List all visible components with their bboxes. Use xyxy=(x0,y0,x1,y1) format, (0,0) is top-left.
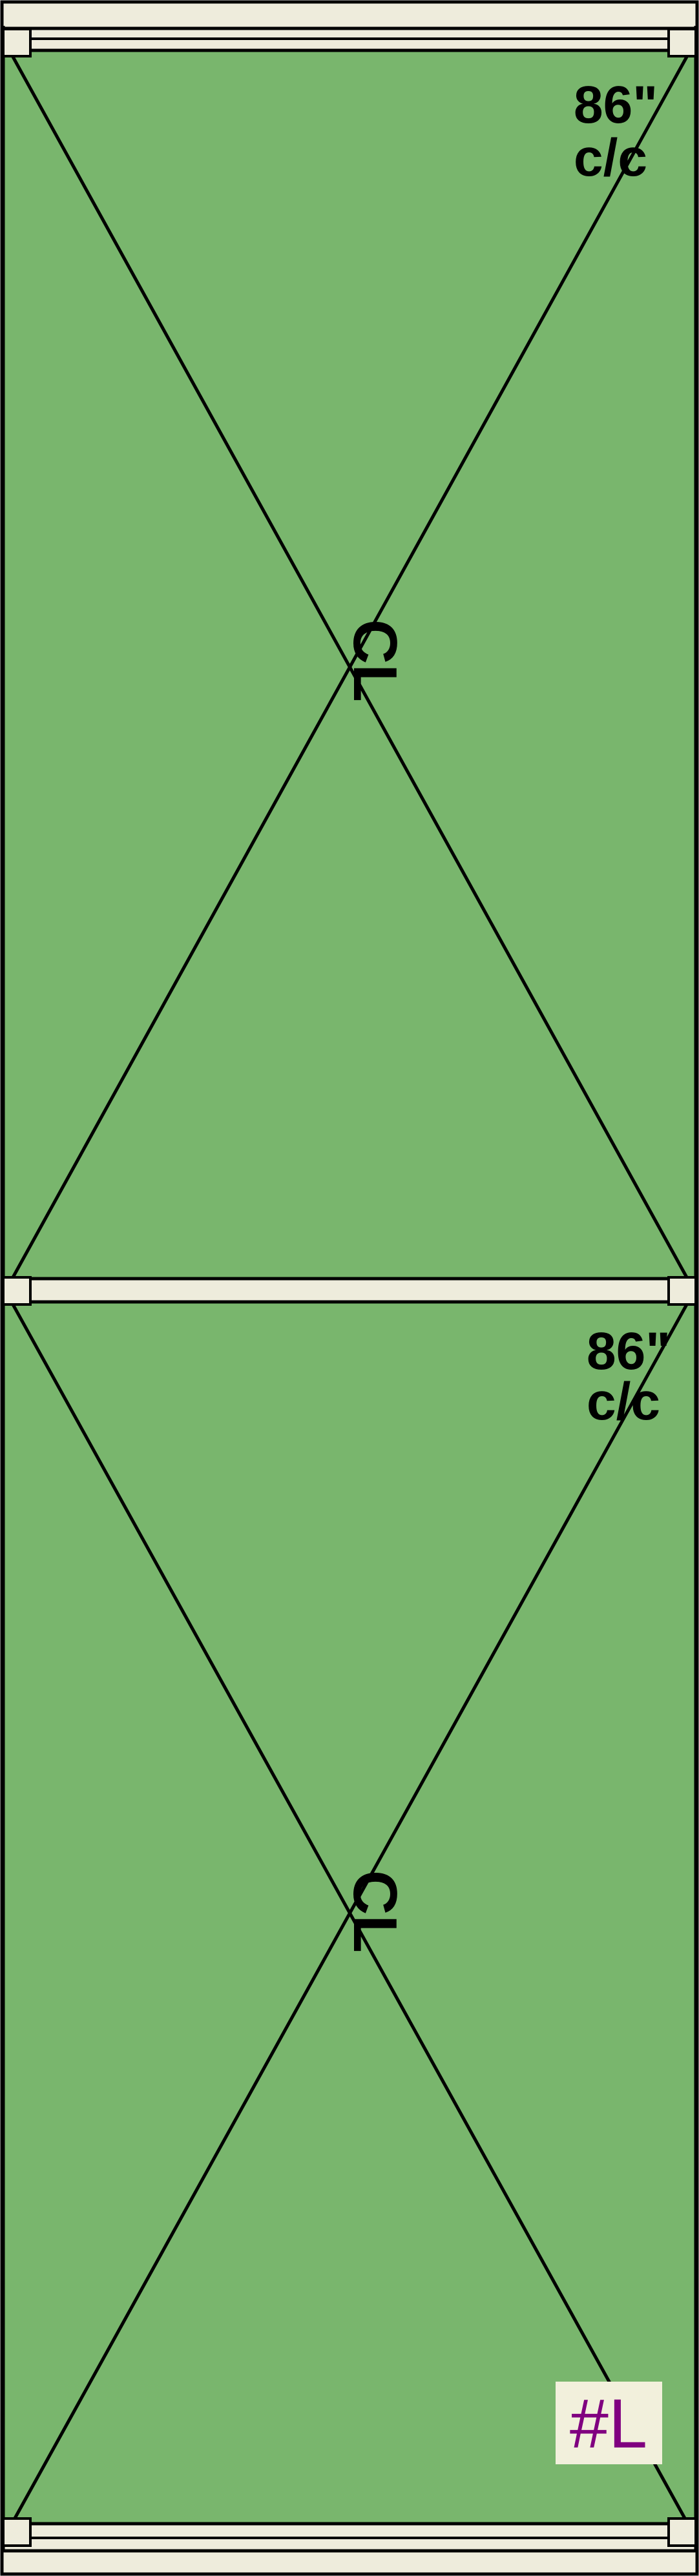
top-rail xyxy=(3,26,696,52)
panel-1-centerline-symbol: CL xyxy=(340,619,410,702)
tag-label: #L xyxy=(570,2384,647,2462)
tag-background xyxy=(556,2382,662,2464)
panel-1-spacing-unit: c/c xyxy=(574,129,647,187)
plate-bottom-right xyxy=(667,2517,697,2547)
panel-2-centerline-symbol: CL xyxy=(340,1870,410,1953)
bottom-rail xyxy=(3,2522,696,2553)
plate-top-left xyxy=(2,28,32,57)
panel-2-spacing-unit: c/c xyxy=(587,1372,660,1431)
panel-1-brace-b xyxy=(11,56,689,1279)
connection-plates xyxy=(2,28,697,2547)
panel-1-spacing-value: 86" xyxy=(574,76,658,134)
panel-2-spacing-value: 86" xyxy=(587,1322,671,1381)
middle-rail xyxy=(3,1277,696,1304)
panel-2-brace-b xyxy=(11,1303,689,2523)
plate-mid-left xyxy=(2,1276,32,1306)
plate-mid-right xyxy=(667,1276,697,1306)
plate-top-right xyxy=(667,28,697,57)
plate-bottom-left xyxy=(2,2517,32,2547)
